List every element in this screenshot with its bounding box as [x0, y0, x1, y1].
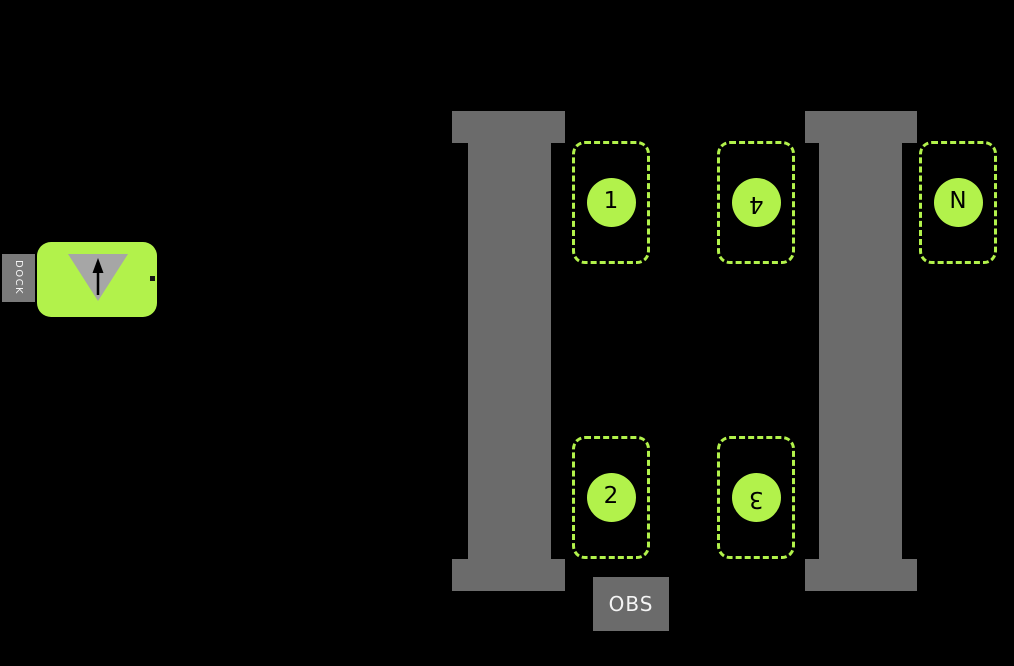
parking-spot-2[interactable]: 2	[572, 436, 650, 559]
parking-spot-4[interactable]: 4	[717, 141, 795, 264]
spot-2-marker: 2	[586, 473, 636, 522]
robot-triangle-with-heading-arrow-icon	[68, 254, 128, 301]
spot-1-marker: 1	[586, 178, 636, 227]
rack-right-bottom-flange	[805, 559, 917, 591]
spot-1-label: 1	[603, 188, 619, 214]
rack-right-stem	[819, 111, 902, 591]
parking-spot-3[interactable]: 3	[717, 436, 795, 559]
spot-2-label: 2	[603, 483, 619, 509]
spot-3-marker: 3	[731, 473, 781, 522]
dock-anchor-dot	[150, 276, 155, 281]
parking-spot-1[interactable]: 1	[572, 141, 650, 264]
spot-N-label: N	[949, 188, 967, 214]
obstacle-label: OBS	[608, 592, 654, 616]
dock-label-tab: DOCK	[2, 254, 35, 302]
rack-left-bottom-flange	[452, 559, 565, 591]
dock-label: DOCK	[13, 260, 24, 296]
spot-4-marker: 4	[731, 178, 781, 227]
spot-4-label: 4	[748, 191, 764, 217]
spot-3-label: 3	[748, 486, 764, 512]
dock-pad[interactable]	[37, 242, 157, 317]
parking-spot-N[interactable]: N	[919, 141, 997, 264]
spot-N-marker: N	[933, 178, 983, 227]
rack-left-stem	[468, 111, 551, 591]
heading-arrow-head-icon	[92, 258, 104, 273]
obstacle-box: OBS	[593, 577, 669, 631]
